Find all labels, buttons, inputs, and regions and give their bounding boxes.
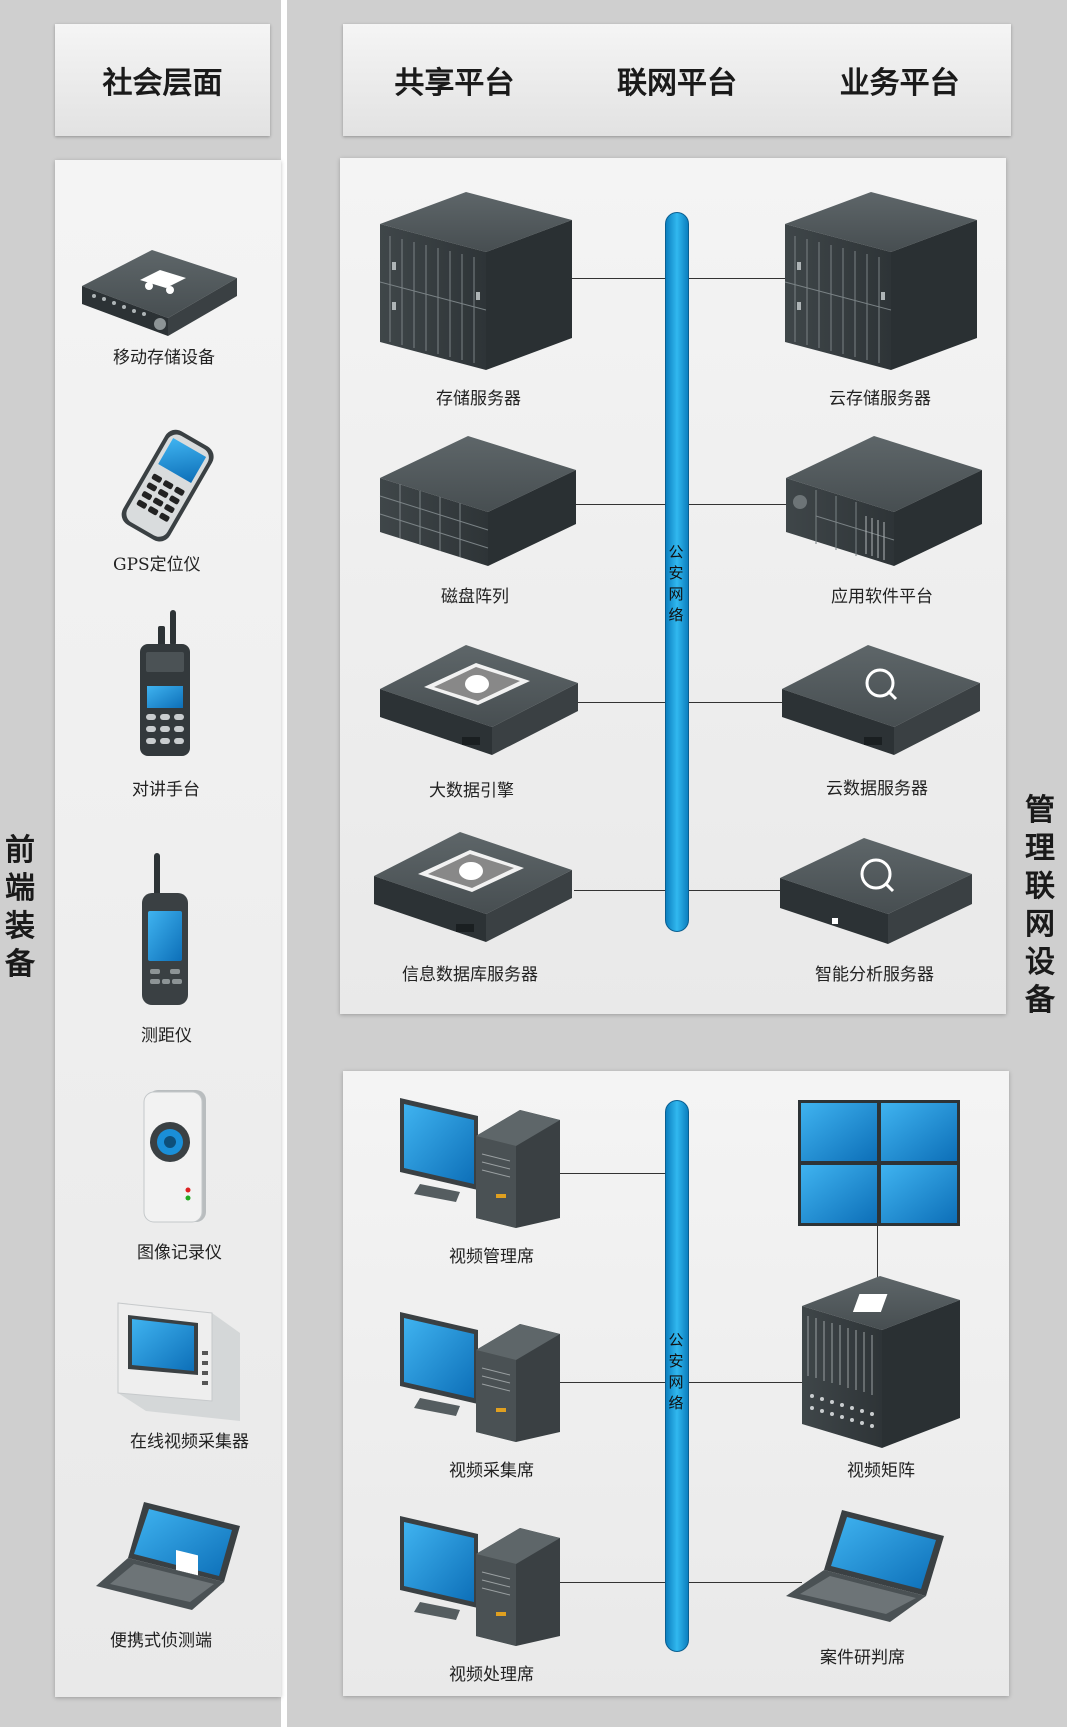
side-label-front-end: 前 端 装 备	[5, 833, 35, 982]
device-label: GPS定位仪	[113, 555, 201, 575]
device-label: 信息数据库服务器	[402, 965, 538, 985]
device-label: 视频采集席	[449, 1461, 534, 1481]
header-platforms: 共享平台 联网平台 业务平台	[343, 24, 1011, 136]
laptop-icon	[96, 1502, 240, 1610]
network-bar-lower	[665, 1100, 689, 1652]
network-label-lower: 公 安 网 络	[668, 1331, 684, 1412]
header-social: 社会层面	[55, 24, 270, 136]
laptop-icon	[786, 1510, 944, 1622]
header-shared-platform: 共享平台	[394, 66, 515, 101]
header-social-label: 社会层面	[102, 66, 223, 101]
device-label: 云存储服务器	[829, 389, 931, 409]
device-label: 移动存储设备	[113, 348, 215, 368]
dvr-car-icon	[82, 250, 237, 336]
cloud-storage-server-icon	[784, 192, 977, 370]
rangefinder-icon	[142, 853, 188, 1005]
video-capture-panel-icon	[117, 1302, 240, 1421]
device-label: 存储服务器	[436, 389, 521, 409]
device-label: 应用软件平台	[831, 587, 933, 607]
video-matrix-icon	[802, 1276, 960, 1448]
device-label: 视频矩阵	[847, 1461, 915, 1481]
app-platform-server-icon	[786, 436, 982, 566]
device-label: 云数据服务器	[826, 779, 928, 799]
device-label: 便携式侦测端	[110, 1631, 212, 1651]
disk-array-icon	[379, 436, 576, 566]
device-label: 图像记录仪	[137, 1243, 222, 1263]
big-data-engine-icon	[380, 645, 578, 755]
device-label: 对讲手台	[132, 780, 200, 800]
device-label: 视频处理席	[449, 1665, 534, 1685]
network-label-upper: 公 安 网 络	[668, 543, 684, 624]
header-business-platform: 业务平台	[839, 66, 960, 101]
video-wall-icon	[798, 1100, 960, 1226]
device-label: 大数据引擎	[429, 781, 514, 801]
header-network-platform: 联网平台	[616, 66, 737, 101]
device-label: 视频管理席	[449, 1247, 534, 1267]
walkie-talkie-icon	[140, 610, 190, 756]
device-label: 在线视频采集器	[130, 1432, 249, 1452]
workstation-icon	[400, 1516, 560, 1646]
network-bar-upper	[665, 212, 689, 932]
smart-analysis-server-icon	[780, 838, 972, 944]
device-label: 磁盘阵列	[441, 587, 509, 607]
side-label-management: 管 理 联 网 设 备	[1025, 793, 1055, 1018]
device-label: 案件研判席	[820, 1648, 905, 1668]
database-server-icon	[374, 832, 572, 942]
device-label: 智能分析服务器	[815, 965, 934, 985]
gps-handset-icon	[121, 429, 214, 542]
link-video-mgmt	[558, 1173, 674, 1174]
camera-recorder-icon	[143, 1090, 206, 1223]
link-wall-matrix	[877, 1226, 878, 1286]
workstation-icon	[400, 1312, 560, 1442]
cloud-data-server-icon	[782, 645, 980, 755]
workstation-icon	[400, 1098, 560, 1228]
storage-server-icon	[379, 192, 572, 370]
device-label: 测距仪	[141, 1026, 192, 1046]
